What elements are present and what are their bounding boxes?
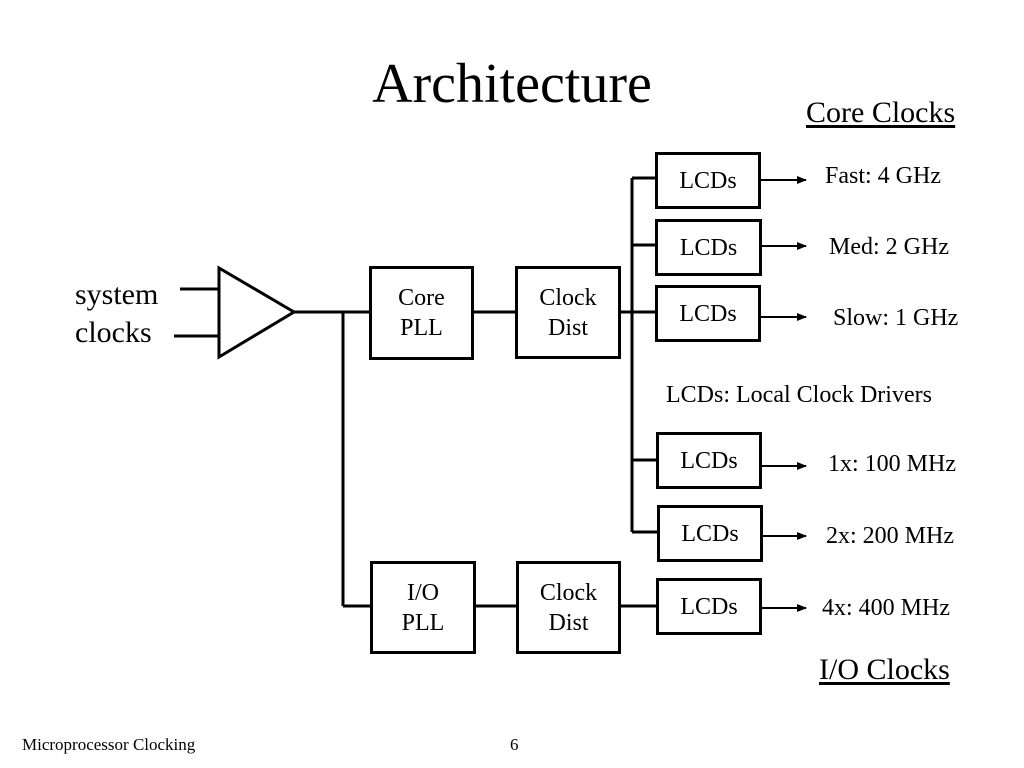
lcd-box-2x: LCDs	[657, 505, 763, 562]
lcd-legend: LCDs: Local Clock Drivers	[666, 382, 932, 408]
input-label-system: system	[75, 278, 159, 311]
output-4x-label: 4x: 400 MHz	[822, 595, 950, 621]
io-clocks-heading: I/O Clocks	[819, 653, 950, 686]
input-label-clocks: clocks	[75, 316, 152, 349]
lcd-box-slow: LCDs	[655, 285, 761, 342]
lcd-box-fast: LCDs	[655, 152, 761, 209]
io-pll-box: I/O PLL	[370, 561, 476, 654]
output-1x-label: 1x: 100 MHz	[828, 451, 956, 477]
lcd-box-med: LCDs	[655, 219, 762, 276]
output-2x-label: 2x: 200 MHz	[826, 523, 954, 549]
output-slow-label: Slow: 1 GHz	[833, 305, 959, 331]
io-clock-dist-box: Clock Dist	[516, 561, 621, 654]
buffer-triangle	[217, 265, 297, 360]
lcd-box-1x: LCDs	[656, 432, 762, 489]
core-clocks-heading: Core Clocks	[806, 96, 956, 129]
core-clock-dist-box: Clock Dist	[515, 266, 621, 359]
footer-title: Microprocessor Clocking	[22, 735, 196, 754]
slide-title: Architecture	[372, 53, 652, 115]
core-pll-box: Core PLL	[369, 266, 474, 360]
output-fast-label: Fast: 4 GHz	[825, 163, 941, 189]
page-number: 6	[510, 735, 519, 754]
output-med-label: Med: 2 GHz	[829, 234, 949, 260]
lcd-box-4x: LCDs	[656, 578, 762, 635]
